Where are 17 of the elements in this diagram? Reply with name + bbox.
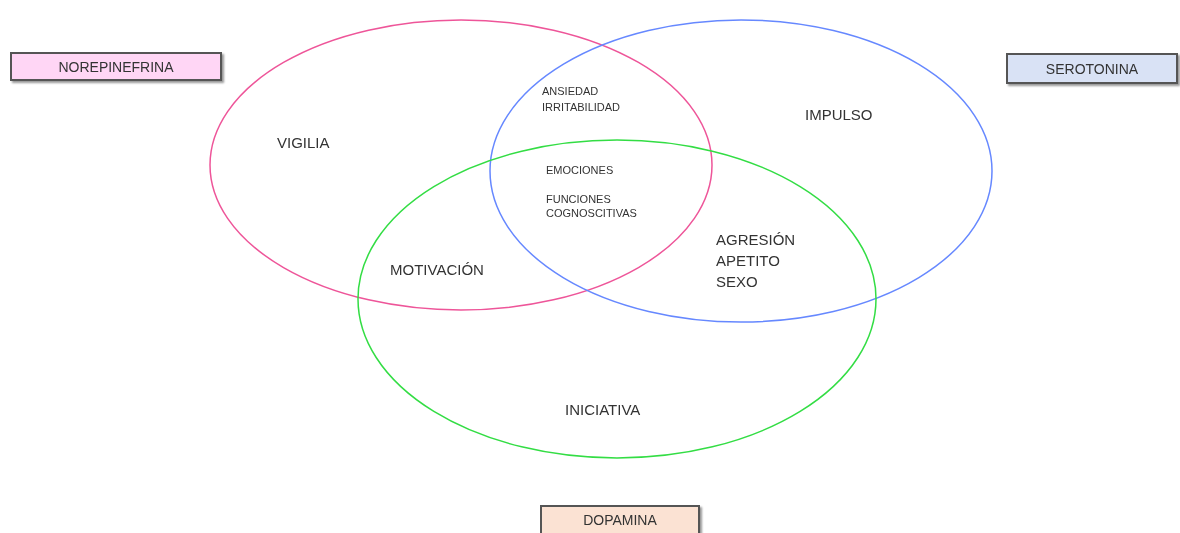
region-label: SEXO	[716, 273, 758, 290]
region-label: EMOCIONES	[546, 164, 614, 176]
neurotransmitter-label-box: NOREPINEFRINA	[10, 52, 222, 81]
venn-circle	[489, 19, 993, 323]
region-label: INICIATIVA	[565, 401, 641, 418]
region-label: IMPULSO	[805, 106, 873, 123]
region-label: MOTIVACIÓN	[390, 261, 484, 278]
region-label: IRRITABILIDAD	[542, 101, 621, 113]
neurotransmitter-label-box: DOPAMINA	[540, 505, 700, 533]
region-label: ANSIEDAD	[542, 85, 599, 97]
region-label: APETITO	[716, 252, 780, 269]
venn-circle	[357, 139, 877, 459]
region-label: AGRESIÓN	[716, 231, 796, 248]
neurotransmitter-label-box: SEROTONINA	[1006, 53, 1178, 84]
region-label: FUNCIONES COGNOSCITIVAS	[546, 192, 638, 220]
region-label: VIGILIA	[277, 134, 330, 151]
venn-circle	[209, 19, 713, 311]
